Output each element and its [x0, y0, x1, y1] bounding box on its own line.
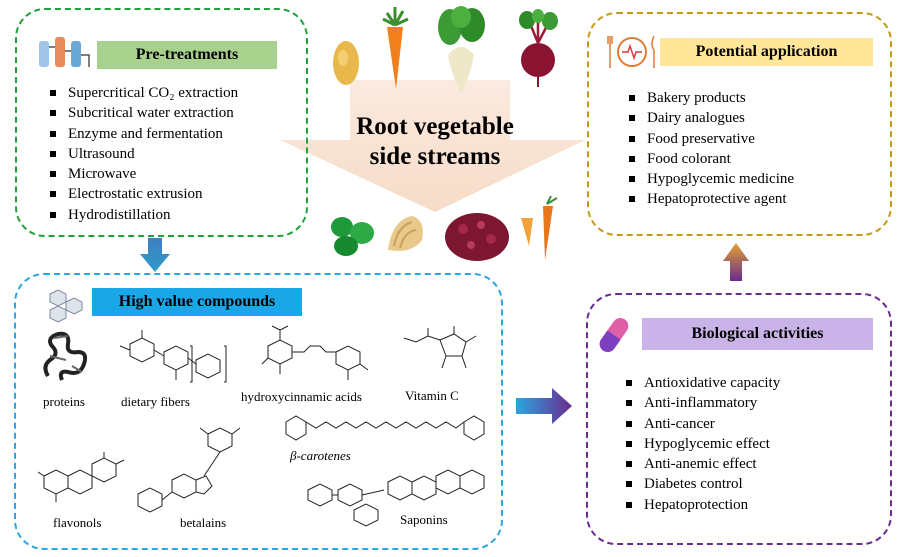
list-item: Anti-inflammatory: [624, 393, 780, 413]
application-list: Bakery products Dairy analogues Food pre…: [627, 88, 794, 210]
list-item: Hypoglycemic medicine: [627, 169, 794, 189]
carrot-image: [382, 7, 409, 89]
vitamin-c-label: Vitamin C: [405, 388, 459, 403]
down-arrow: [140, 238, 170, 272]
list-item: Hypoglycemic effect: [624, 434, 780, 454]
list-item: Hepatoprotection: [624, 495, 780, 515]
central-fan-background: [280, 80, 585, 212]
flavonols-structure: [38, 452, 125, 502]
extraction-equipment-icon: [39, 37, 90, 67]
list-item: Subcritical water extraction: [48, 103, 238, 123]
list-item: Antioxidative capacity: [624, 373, 780, 393]
pretreatments-list: Supercritical CO₂ extraction Subcritical…: [48, 83, 238, 225]
list-item: Anti-cancer: [624, 414, 780, 434]
carrot-pieces-image: [521, 196, 558, 260]
application-panel: [587, 12, 892, 236]
pretreatments-title: Pre-treatments: [97, 41, 277, 69]
bio-panel: [586, 293, 892, 545]
list-item: Electrostatic extrusion: [48, 184, 238, 204]
list-item: Hydrodistillation: [48, 205, 238, 225]
list-item: Ultrasound: [48, 144, 238, 164]
central-title-line2: side streams: [369, 143, 501, 170]
application-title: Potential application: [660, 38, 873, 66]
capsule-pill-icon: [599, 317, 629, 353]
central-title-line1: Root vegetable: [356, 113, 514, 140]
parsnip-image: [438, 6, 485, 93]
molecule-icon: [49, 289, 83, 323]
betalains-structure: [137, 427, 241, 513]
central-title: Root vegetable side streams: [330, 112, 540, 172]
proteins-label: proteins: [43, 394, 85, 409]
vitamin-c-structure: [403, 326, 477, 369]
beetroot-image: [519, 9, 558, 87]
list-item: Hepatoprotective agent: [627, 189, 794, 209]
bio-title: Biological activities: [642, 318, 873, 350]
flavonols-label: flavonols: [53, 515, 102, 530]
saponins-structure: [307, 469, 485, 527]
beet-chips-image: [445, 213, 509, 261]
list-item: Supercritical CO₂ extraction: [48, 83, 238, 103]
peels-image: [388, 216, 423, 251]
beta-carotenes-label: β-carotenes: [290, 448, 351, 463]
bio-list: Antioxidative capacity Anti-inflammatory…: [624, 373, 780, 515]
compounds-title: High value compounds: [92, 288, 302, 316]
list-item: Food colorant: [627, 149, 794, 169]
leaves-image: [331, 217, 374, 256]
hydroxycinnamic-acids-structure: [261, 325, 369, 380]
list-item: Bakery products: [627, 88, 794, 108]
list-item: Anti-anemic effect: [624, 454, 780, 474]
list-item: Dairy analogues: [627, 108, 794, 128]
up-arrow: [723, 243, 749, 281]
potato-image: [333, 41, 359, 85]
list-item: Food preservative: [627, 129, 794, 149]
right-arrow: [516, 388, 572, 424]
beta-carotene-structure: [285, 415, 485, 441]
saponins-label: Saponins: [400, 512, 448, 527]
compounds-panel: [14, 273, 503, 550]
list-item: Microwave: [48, 164, 238, 184]
protein-structure-image: [43, 331, 88, 381]
hydroxycinnamic-acids-label: hydroxycinnamic acids: [241, 389, 362, 404]
betalains-label: betalains: [180, 515, 227, 530]
plate-cutlery-icon: [607, 35, 655, 68]
pretreatments-panel: [15, 8, 308, 237]
list-item: Diabetes control: [624, 474, 780, 494]
dietary-fibers-structure: [119, 330, 227, 383]
list-item: Enzyme and fermentation: [48, 124, 238, 144]
dietary-fibers-label: dietary fibers: [121, 394, 190, 409]
